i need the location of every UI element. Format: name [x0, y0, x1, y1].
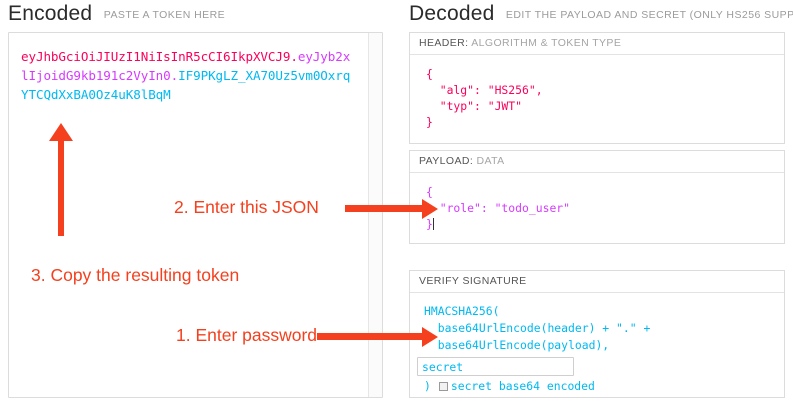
- jwt-token-text[interactable]: eyJhbGciOiJIUzI1NiIsInR5cCI6IkpXVCJ9.eyJ…: [21, 47, 351, 104]
- token-signature-segment: IF9PKgLZ_XA70Uz5vm0OxrqYTCQdXxBA0Oz4uK8l…: [21, 68, 351, 102]
- text-cursor: [432, 218, 434, 230]
- annotation-arrow-to-payload: [345, 198, 438, 219]
- payload-line-2: "role": "todo_user": [426, 201, 571, 215]
- token-header-segment: eyJhbGciOiJIUzI1NiIsInR5cCI6IkpXVCJ9: [21, 49, 291, 64]
- decoded-subtitle: EDIT THE PAYLOAD AND SECRET (ONLY HS256 …: [505, 9, 793, 21]
- decoded-payload-section: PAYLOAD: DATA { "role": "todo_user"}: [409, 150, 785, 244]
- decoded-title: Decoded: [409, 2, 495, 25]
- decoded-panel: HEADER: ALGORITHM & TOKEN TYPE { "alg": …: [409, 32, 785, 398]
- annotation-step-2: 2. Enter this JSON: [174, 197, 319, 217]
- payload-label-dim: DATA: [476, 155, 505, 167]
- encoded-heading: Encoded PASTE A TOKEN HERE: [8, 2, 225, 26]
- token-separator-2: .: [170, 68, 179, 83]
- annotation-arrow-to-secret: [317, 326, 438, 347]
- header-label-dim: ALGORITHM & TOKEN TYPE: [471, 37, 622, 49]
- hmac-line-2: base64UrlEncode(header) + "." +: [424, 321, 651, 335]
- secret-input[interactable]: [417, 357, 574, 376]
- decoded-heading: Decoded EDIT THE PAYLOAD AND SECRET (ONL…: [409, 2, 793, 26]
- hmac-formula: HMACSHA256( base64UrlEncode(header) + ".…: [410, 293, 784, 354]
- closing-paren: ): [424, 379, 431, 393]
- decoded-header-section: HEADER: ALGORITHM & TOKEN TYPE { "alg": …: [409, 32, 785, 144]
- verify-label-strong: VERIFY SIGNATURE: [419, 275, 527, 287]
- hmac-line-3: base64UrlEncode(payload),: [424, 338, 610, 352]
- verify-section-label: VERIFY SIGNATURE: [410, 271, 784, 293]
- encoded-panel-scrollbar[interactable]: [368, 33, 382, 397]
- decoded-verify-section: VERIFY SIGNATURE HMACSHA256( base64UrlEn…: [409, 270, 785, 398]
- header-section-label: HEADER: ALGORITHM & TOKEN TYPE: [410, 33, 784, 55]
- payload-section-label: PAYLOAD: DATA: [410, 151, 784, 173]
- hmac-line-1: HMACSHA256(: [424, 304, 500, 318]
- header-label-strong: HEADER:: [419, 37, 469, 49]
- encoded-token-panel[interactable]: eyJhbGciOiJIUzI1NiIsInR5cCI6IkpXVCJ9.eyJ…: [8, 32, 383, 398]
- encoded-subtitle: PASTE A TOKEN HERE: [103, 9, 226, 21]
- token-payload-segment: eyJyb2xlIjoidG9kb191c2VyIn0: [21, 49, 351, 83]
- annotation-arrow-to-token: [49, 123, 73, 236]
- base64-encoded-checkbox[interactable]: [438, 381, 448, 391]
- annotation-step-1: 1. Enter password: [176, 325, 318, 345]
- verify-footer-row: ) secret base64 encoded: [410, 379, 784, 393]
- payload-line-3: }: [426, 217, 433, 231]
- payload-label-strong: PAYLOAD:: [419, 155, 474, 167]
- token-separator-1: .: [290, 49, 298, 64]
- payload-json-editor[interactable]: { "role": "todo_user"}: [410, 173, 784, 240]
- header-json-body: { "alg": "HS256", "typ": "JWT" }: [426, 67, 543, 129]
- encoded-title: Encoded: [8, 2, 93, 25]
- annotation-step-3: 3. Copy the resulting token: [31, 265, 240, 285]
- base64-encoded-label: secret base64 encoded: [450, 379, 595, 393]
- payload-line-1: {: [426, 185, 433, 199]
